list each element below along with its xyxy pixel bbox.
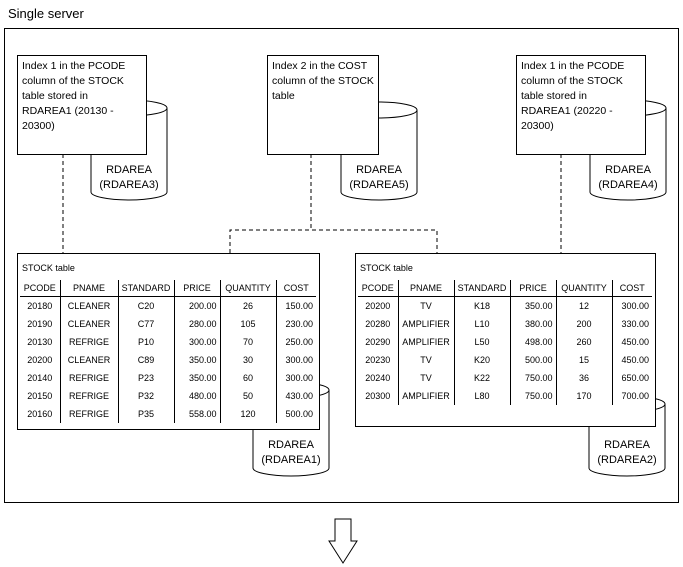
header-quantity: QUANTITY <box>219 280 276 297</box>
rdarea4-label: RDAREA (RDAREA4) <box>598 164 658 191</box>
index-box-3: Index 1 in the PCODE column of the STOCK… <box>516 55 646 155</box>
header-price: PRICE <box>509 280 556 297</box>
single-server-frame <box>4 28 679 503</box>
table-caption: STOCK table <box>22 263 75 273</box>
header-standard: STANDARD <box>453 280 510 297</box>
down-arrow-icon <box>328 518 358 564</box>
header-pname: PNAME <box>397 280 454 297</box>
dashed-connectors <box>62 154 562 253</box>
header-standard: STANDARD <box>117 280 174 297</box>
header-quantity: QUANTITY <box>555 280 612 297</box>
stock-table-1: PCODE PNAME STANDARD PRICE QUANTITY COST… <box>20 280 316 423</box>
rdarea5-label: RDAREA (RDAREA5) <box>349 164 409 191</box>
diagram-title: Single server <box>8 6 84 21</box>
rdarea3-label: RDAREA (RDAREA3) <box>99 164 159 191</box>
header-cost: COST <box>275 280 316 297</box>
header-cost: COST <box>611 280 652 297</box>
header-pname: PNAME <box>59 280 118 297</box>
index-box-1: Index 1 in the PCODE column of the STOCK… <box>17 55 147 155</box>
stock-table-1-box: STOCK table PCODE PNAME STANDARD PRICE Q… <box>17 253 320 430</box>
table-caption: STOCK table <box>360 263 413 273</box>
stock-table-2-box: STOCK table PCODE PNAME STANDARD PRICE Q… <box>355 253 656 427</box>
header-pcode: PCODE <box>20 280 60 297</box>
stock-table-2: PCODE PNAME STANDARD PRICE QUANTITY COST… <box>358 280 652 405</box>
index-box-2: Index 2 in the COST column of the STOCK … <box>267 55 379 155</box>
header-price: PRICE <box>173 280 220 297</box>
header-pcode: PCODE <box>358 280 398 297</box>
rdarea2-label: RDAREA (RDAREA2) <box>597 439 657 466</box>
rdarea1-label: RDAREA (RDAREA1) <box>261 439 321 466</box>
